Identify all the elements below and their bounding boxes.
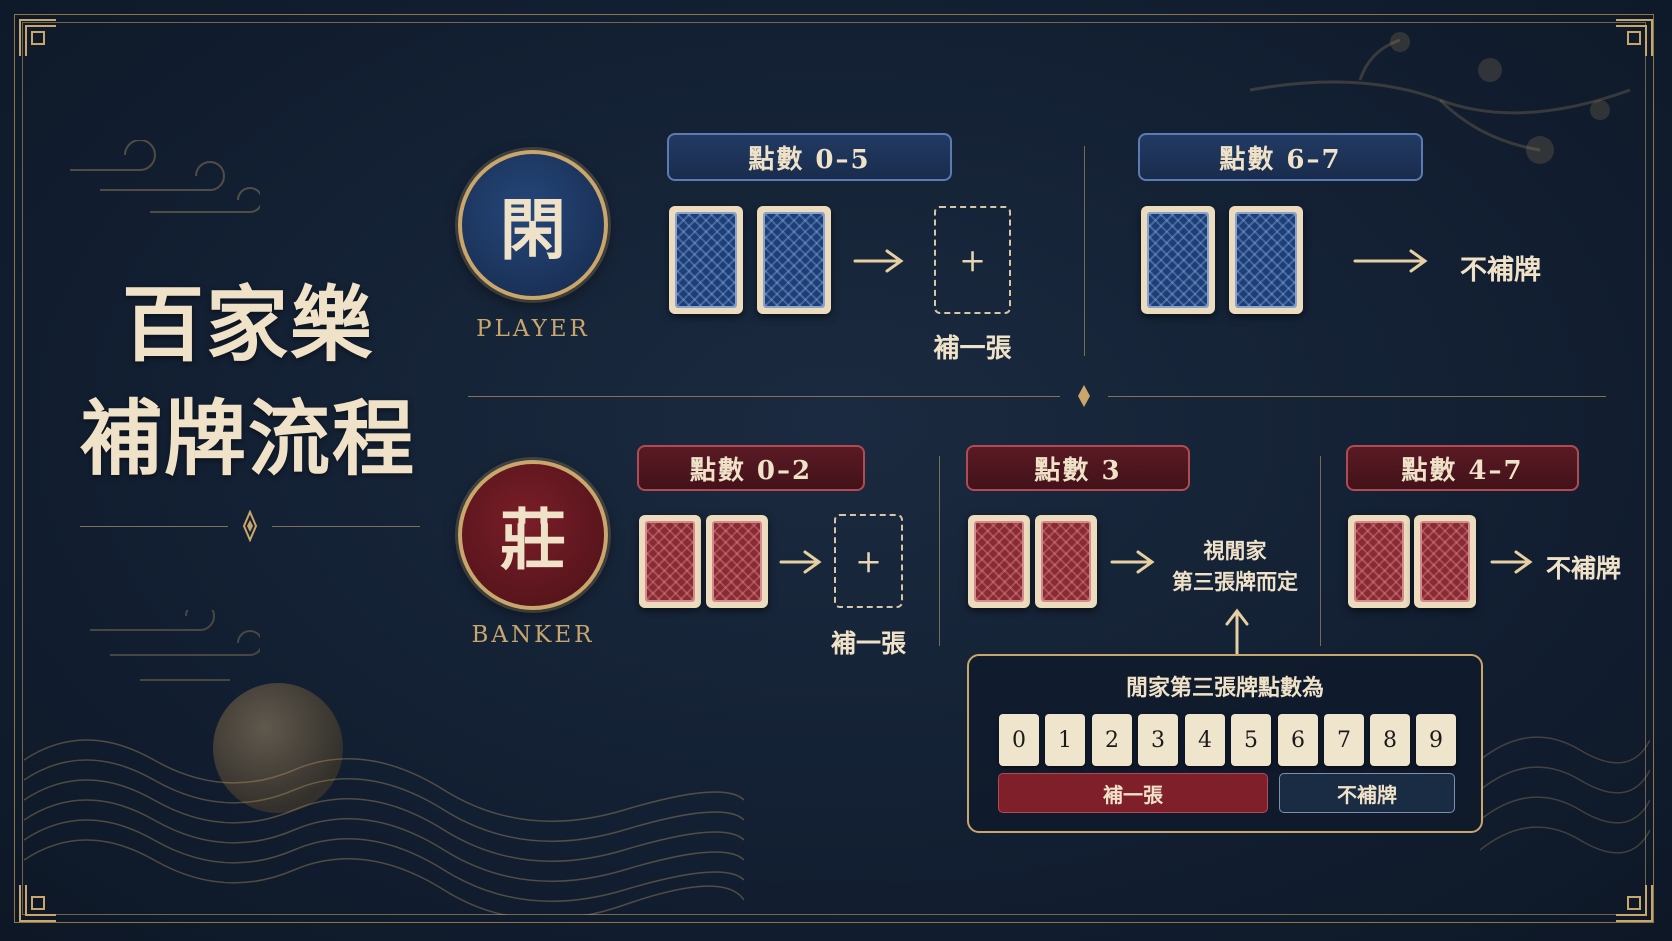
- arrow-right-icon: [779, 550, 822, 574]
- arrow-right-icon: [853, 249, 904, 273]
- banker-depends-action-line1: 視閒家: [1203, 538, 1267, 563]
- banker-stand-action: 不補牌: [1546, 554, 1622, 583]
- banker-card-3: [968, 515, 1030, 608]
- banker-draw-action: 補一張: [830, 629, 906, 658]
- banker-rule-divider-1: [939, 456, 940, 646]
- outer-frame: [14, 14, 1654, 923]
- banker-label: BANKER: [471, 622, 595, 648]
- digit-box: 3: [1138, 714, 1178, 766]
- arrow-right-icon: [1353, 249, 1428, 273]
- diamond-ornament-icon: [242, 510, 258, 542]
- cloud-ornament-icon: [70, 140, 260, 213]
- banker-depends-action-line2: 第三張牌而定: [1172, 569, 1298, 594]
- player-card-4: [1229, 206, 1303, 314]
- corner-ornament-icon: [19, 19, 56, 56]
- player-rule-divider: [1084, 146, 1085, 356]
- player-card-3: [1141, 206, 1215, 314]
- banker-badge: 莊: [458, 460, 608, 610]
- banker-depends-points-pill: 點數 3: [966, 445, 1190, 491]
- player-stand-points-pill: 點數 6–7: [1138, 133, 1423, 181]
- arrow-right-icon: [1110, 550, 1155, 574]
- digit-box: 8: [1370, 714, 1410, 766]
- digit-box: 7: [1324, 714, 1364, 766]
- plum-blossom-ornament-icon: [1249, 32, 1631, 164]
- section-divider-left: [468, 396, 1060, 397]
- digit-box: 6: [1278, 714, 1318, 766]
- digit-box: 1: [1045, 714, 1085, 766]
- player-stand-action: 不補牌: [1460, 255, 1541, 286]
- banker-card-6: [1414, 515, 1476, 608]
- third-card-draw-bar: 補一張: [998, 773, 1268, 813]
- section-divider-right: [1108, 396, 1606, 397]
- player-card-1: [669, 206, 743, 314]
- third-card-panel-title: 閒家第三張牌點數為: [1125, 675, 1324, 701]
- corner-ornament-icon: [19, 885, 56, 922]
- player-card-2: [757, 206, 831, 314]
- cloud-ornament-icon: [90, 610, 260, 681]
- banker-stand-points-pill: 點數 4–7: [1346, 445, 1579, 491]
- player-draw-slot: +: [934, 206, 1011, 314]
- banker-card-2: [706, 515, 768, 608]
- digit-box: 4: [1185, 714, 1225, 766]
- corner-ornament-icon: [1616, 885, 1653, 922]
- third-card-stand-bar: 不補牌: [1279, 773, 1455, 813]
- moon-ornament-icon: [213, 683, 343, 813]
- title-divider-right: [272, 526, 420, 527]
- banker-rule-divider-2: [1320, 456, 1321, 646]
- third-card-panel: 閒家第三張牌點數為 0 1 2 3 4 5 6 7 8 9 補一張 不補牌: [967, 654, 1483, 833]
- banker-card-1: [639, 515, 701, 608]
- corner-ornament-icon: [1616, 19, 1653, 56]
- inner-frame: [22, 22, 1646, 915]
- wave-ornament-icon: [1480, 736, 1650, 854]
- digit-box: 0: [999, 714, 1039, 766]
- arrow-up-icon: [1225, 608, 1249, 656]
- diamond-ornament-icon: [1078, 385, 1090, 407]
- player-badge: 閑: [458, 150, 608, 300]
- player-draw-action: 補一張: [933, 334, 1012, 364]
- banker-card-4: [1035, 515, 1097, 608]
- title-line-2: 補牌流程: [79, 391, 416, 487]
- player-label: PLAYER: [476, 316, 590, 342]
- title-divider-left: [80, 526, 228, 527]
- banker-draw-points-pill: 點數 0–2: [637, 445, 865, 491]
- digit-box: 9: [1416, 714, 1456, 766]
- arrow-right-icon: [1490, 550, 1533, 574]
- player-draw-points-pill: 點數 0–5: [667, 133, 952, 181]
- banker-draw-slot: +: [834, 514, 903, 608]
- title-line-1: 百家樂: [121, 277, 374, 373]
- wave-ornament-icon: [24, 739, 744, 915]
- banker-card-5: [1348, 515, 1410, 608]
- digit-box: 2: [1092, 714, 1132, 766]
- digit-box: 5: [1231, 714, 1271, 766]
